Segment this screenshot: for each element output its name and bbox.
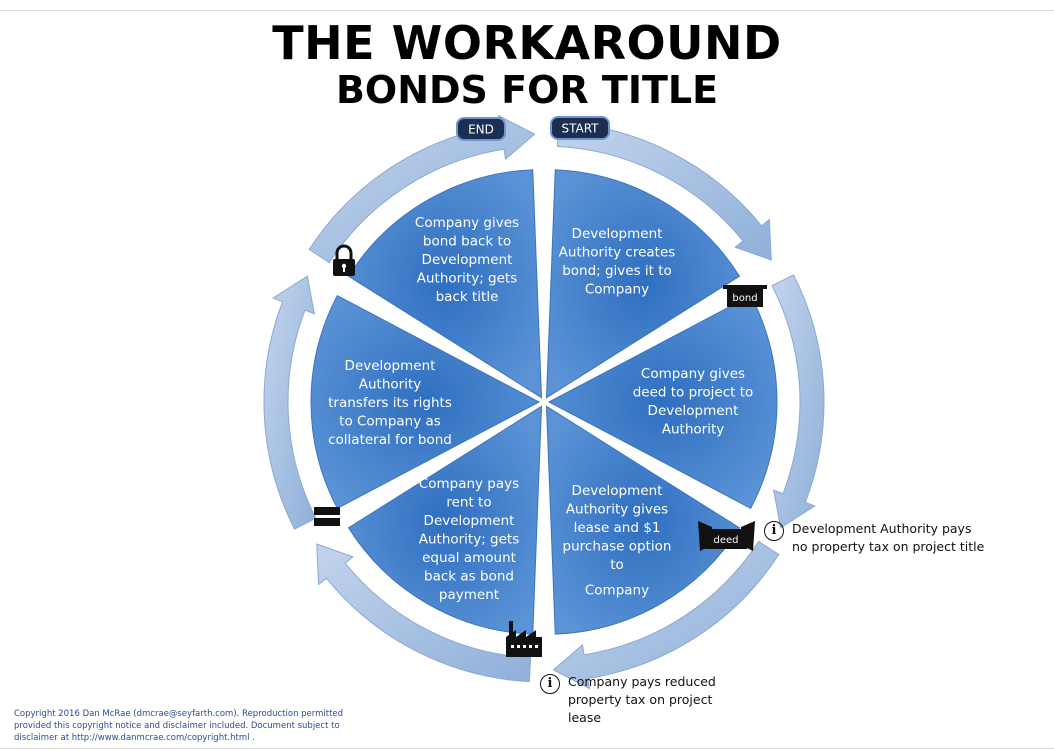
info-icon: i <box>764 521 784 541</box>
note-line: Development Authority pays <box>792 521 972 536</box>
segment-line: Authority <box>662 422 724 438</box>
segment-line: Company gives <box>641 366 745 382</box>
segment-line: Company pays <box>419 476 519 492</box>
factory-icon <box>506 621 542 657</box>
segment-line: collateral for bond <box>328 432 452 448</box>
segment-line: equal amount <box>422 550 516 566</box>
segment-line: Company <box>585 282 649 298</box>
segment-line: Development <box>424 513 515 529</box>
segment-line: payment <box>439 587 499 603</box>
equals-icon <box>314 507 340 526</box>
end-label: END <box>468 123 494 137</box>
segment-layer <box>310 169 778 635</box>
page-title: THE WORKAROUND <box>272 16 782 70</box>
company-tax-note: i Company pays reduced property tax on p… <box>540 673 716 727</box>
segment-line: lease and $1 <box>574 520 661 536</box>
segment-line: deed to project to <box>633 385 754 401</box>
segment-line: rent to <box>446 495 491 511</box>
segment-line: Authority creates <box>559 245 676 261</box>
segment-line: purchase option <box>563 539 672 555</box>
end-pill: END <box>456 117 506 141</box>
deed-tag: deed <box>698 521 755 551</box>
copyright-notice: Copyright 2016 Dan McRae (dmcrae@seyfart… <box>14 708 344 744</box>
bottom-rule <box>0 748 1054 749</box>
segment-line: Authority <box>359 377 421 393</box>
segment-line: bond; gives it to <box>562 263 672 279</box>
bond-tag: bond <box>723 285 767 307</box>
segment-line: Company <box>585 583 649 599</box>
bond-label: bond <box>732 293 757 304</box>
lock-icon <box>333 244 355 276</box>
segment-line: Authority; gets <box>417 271 518 287</box>
ring-arrow <box>771 274 825 529</box>
segment-text: Company gives deed to project to Developme… <box>633 366 754 438</box>
segment-line: to <box>610 557 624 573</box>
cycle-segment <box>347 169 543 399</box>
copyright-line: disclaimer at http://www.danmcrae.com/co… <box>14 733 255 743</box>
copyright-line: provided this copyright notice and discl… <box>14 721 340 731</box>
segment-line: transfers its rights <box>328 395 452 411</box>
ring-arrow <box>552 540 780 690</box>
outer-arrow-ring <box>263 114 825 690</box>
note-line: lease <box>568 710 602 725</box>
segment-line: Development <box>345 358 436 374</box>
note-line: no property tax on project title <box>792 539 985 554</box>
top-rule <box>0 10 1054 11</box>
ring-arrow <box>308 114 536 264</box>
cycle-segment <box>545 169 741 399</box>
authority-tax-note: i Development Authority pays no property… <box>764 520 984 556</box>
ring-arrow <box>263 275 317 530</box>
segment-line: Company gives <box>415 215 519 231</box>
segment-line: Authority gives <box>566 502 668 518</box>
note-line: property tax on project <box>568 692 713 707</box>
segment-line: Development <box>572 483 663 499</box>
segment-line: Development <box>422 252 513 268</box>
info-icon: i <box>540 674 560 694</box>
note-line: Company pays reduced <box>568 674 716 689</box>
copyright-line: Copyright 2016 Dan McRae (dmcrae@seyfart… <box>14 709 344 719</box>
ring-arrow <box>316 543 532 683</box>
segment-line: to Company as <box>339 414 441 430</box>
cycle-segment <box>310 294 541 510</box>
segment-line: bond back to <box>423 234 511 250</box>
segment-line: Development <box>572 226 663 242</box>
start-pill: START <box>550 116 610 140</box>
start-label: START <box>561 122 599 136</box>
segment-line: Authority; gets <box>419 532 520 548</box>
cycle-segment <box>547 294 778 510</box>
segment-line: Development <box>648 403 739 419</box>
deed-label: deed <box>714 535 739 546</box>
segment-line: back as bond <box>424 569 514 585</box>
segment-line: back title <box>436 289 499 305</box>
page-subtitle: BONDS FOR TITLE <box>335 68 719 112</box>
